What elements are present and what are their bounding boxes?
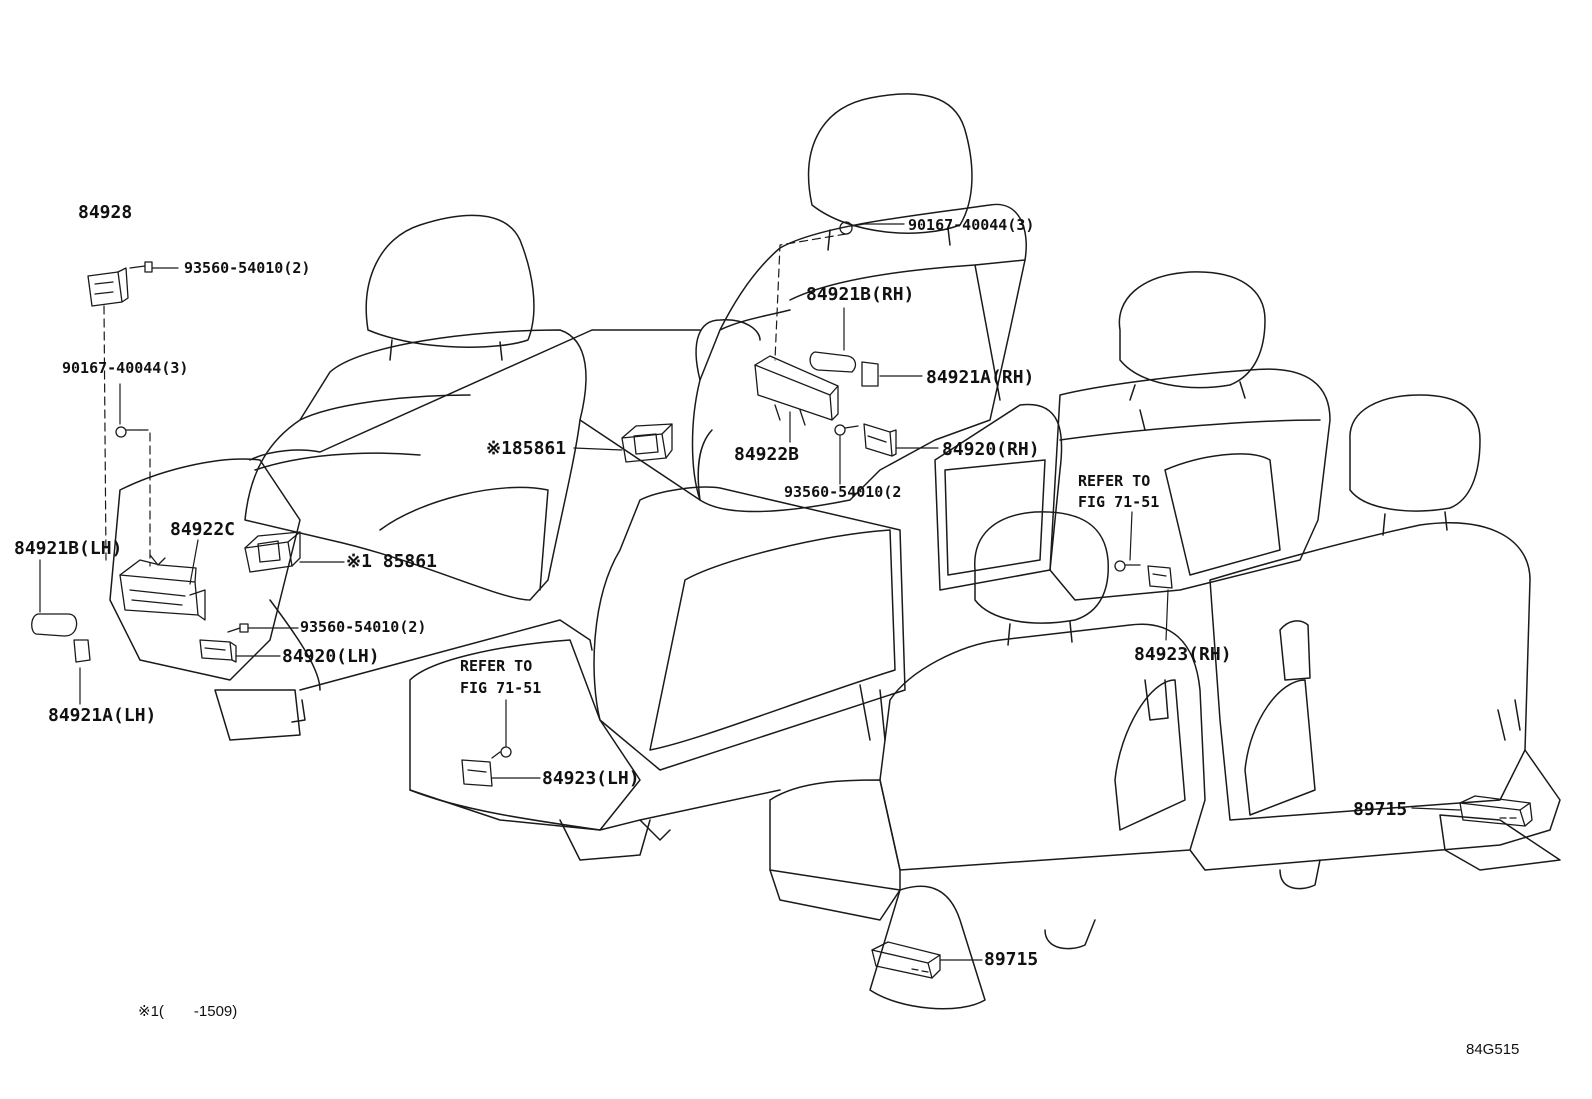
- part-84922C-icon: [119, 554, 206, 621]
- label-93560-rh: 93560-54010(2: [784, 483, 902, 501]
- label-89715-right: 89715: [1353, 799, 1408, 820]
- label-84921B-RH: 84921B(RH): [806, 284, 915, 305]
- bolt-icon: [115, 426, 141, 438]
- label-84922B: 84922B: [734, 444, 800, 465]
- label-93560-top: 93560-54010(2): [184, 259, 311, 277]
- label-85861-left: ※1 85861: [346, 551, 437, 572]
- label-90167-top: 90167-40044(3): [908, 216, 1035, 234]
- label-89715-bottom: 89715: [984, 949, 1039, 970]
- part-84921A-RH-icon: [861, 361, 879, 387]
- part-84920-LH-icon: [199, 639, 237, 663]
- part-84921B-LH-icon: [31, 613, 78, 637]
- footnote: ※1( -1509): [138, 1003, 238, 1020]
- part-84921A-LH-icon: [73, 639, 91, 663]
- label-84921B-LH: 84921B(LH): [14, 538, 123, 559]
- part-84921B-RH-icon: [809, 351, 857, 373]
- part-89715-right-icon: [1459, 795, 1533, 827]
- parts: [31, 221, 1533, 979]
- refer-note-left-line1: REFER TO: [460, 657, 533, 675]
- figure-code: 84G515: [1466, 1041, 1520, 1058]
- part-84928-icon: [87, 267, 129, 307]
- label-84921A-LH: 84921A(LH): [48, 705, 157, 726]
- bolt-icon: [834, 424, 859, 436]
- label-84923-LH: 84923(LH): [542, 768, 640, 789]
- label-90167-left: 90167-40044(3): [62, 359, 189, 377]
- label-84920-RH: 84920(RH): [942, 439, 1040, 460]
- second-row-left-seat: [409, 403, 1063, 861]
- part-85861-center-icon: [621, 423, 673, 463]
- refer-note-left-line2: FIG 71-51: [460, 679, 542, 697]
- part-84922B-icon: [754, 355, 839, 426]
- refer-note-right-line2: FIG 71-51: [1078, 493, 1160, 511]
- label-84920-LH: 84920(LH): [282, 646, 380, 667]
- label-84928: 84928: [78, 202, 133, 223]
- label-84921A-RH: 84921A(RH): [926, 367, 1035, 388]
- part-84920-RH-icon: [863, 423, 897, 457]
- third-row-seats: [769, 394, 1561, 1010]
- label-84922C: 84922C: [170, 519, 236, 540]
- refer-note-right-line1: REFER TO: [1078, 472, 1151, 490]
- second-row-right-seat: [1049, 271, 1331, 601]
- part-84923-RH-icon: [1114, 560, 1173, 589]
- label-93560-mid: 93560-54010(2): [300, 618, 427, 636]
- leader-lines: [39, 223, 1461, 961]
- label-85861-center: ※185861: [486, 438, 567, 459]
- screw-icon: [227, 623, 249, 633]
- part-84923-LH-icon: [461, 746, 512, 787]
- front-left-seat: [109, 214, 593, 741]
- part-85861-left-icon: [244, 531, 301, 573]
- label-84923-RH: 84923(RH): [1134, 644, 1232, 665]
- screw-icon: [129, 261, 153, 273]
